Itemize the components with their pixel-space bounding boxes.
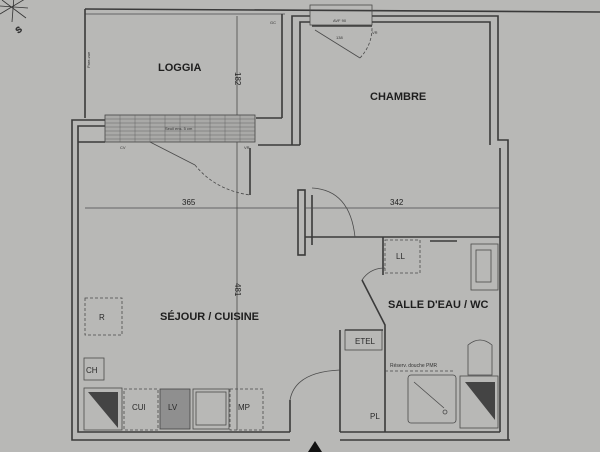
dim-loggia-depth: 182 <box>233 72 242 86</box>
label-pl: PL <box>370 412 380 421</box>
room-chambre: CHAMBRE <box>370 91 426 103</box>
label-lv: LV <box>168 403 178 412</box>
label-ch: CH <box>86 366 98 375</box>
svg-text:S: S <box>14 25 24 35</box>
label-mp: MP <box>238 403 250 412</box>
label-vr-sejour: VR <box>244 145 250 150</box>
entrance-arrow-icon <box>308 441 322 452</box>
dim-sejour-width: 365 <box>182 198 196 207</box>
label-avf-width: 138 <box>336 35 343 40</box>
label-etel: ETEL <box>355 337 376 346</box>
label-gc: GC <box>270 20 276 25</box>
compass-icon: S <box>0 0 29 36</box>
label-r: R <box>99 313 105 322</box>
label-vr-chambre: VR <box>372 30 378 35</box>
label-avf: AVF 90 <box>333 18 347 23</box>
dim-chambre-width: 342 <box>390 198 404 207</box>
shower-note: Réserv. douche PMR <box>390 363 438 369</box>
label-ll: LL <box>396 252 405 261</box>
bathroom-fixtures: LL ETEL PL Réserv. douche PMR <box>344 239 499 429</box>
doors <box>149 27 386 432</box>
label-cv: CV <box>120 145 126 150</box>
label-cui: CUI <box>132 403 146 412</box>
room-salle-eau-wc: SALLE D'EAU / WC <box>388 299 488 311</box>
loggia-railing: Seuil ens. 5 cm <box>104 114 256 143</box>
label-pare-vue: Pare-vue <box>86 51 91 68</box>
threshold-note: Seuil ens. 5 cm <box>165 126 193 131</box>
room-loggia: LOGGIA <box>158 62 201 74</box>
room-sejour-cuisine: SÉJOUR / CUISINE <box>160 310 259 323</box>
dim-sejour-depth: 481 <box>233 283 242 297</box>
kitchen-fixtures: R CH CUI LV MP <box>83 297 264 431</box>
exterior-walls <box>71 4 600 441</box>
dimension-lines: 182 481 365 342 <box>85 16 500 430</box>
